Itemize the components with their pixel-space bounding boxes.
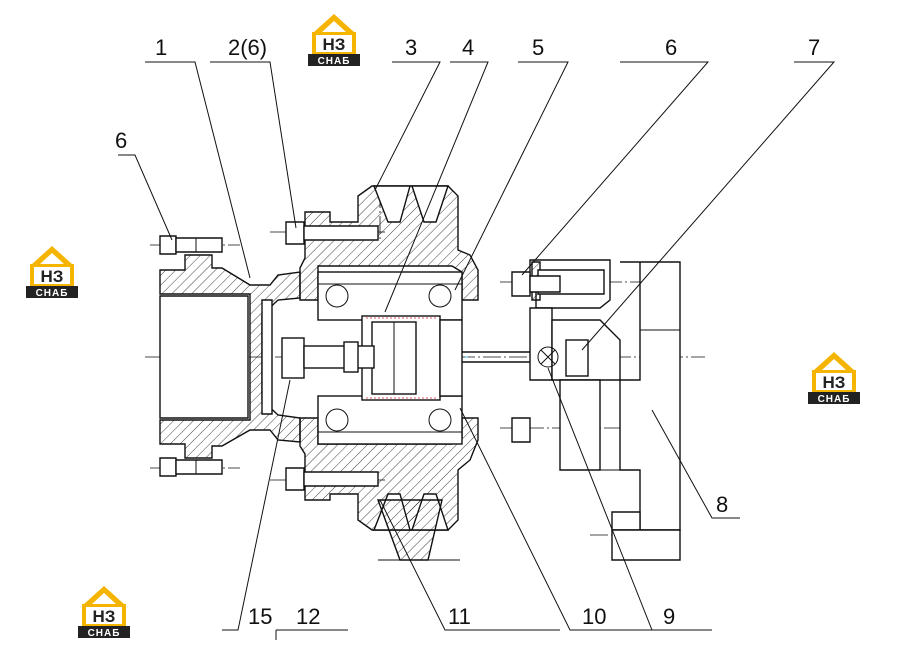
watermark-logo-left: НЗ СНАБ [26, 246, 78, 299]
svg-text:НЗ: НЗ [93, 607, 116, 626]
bracket-part-8 [511, 259, 681, 561]
pulley-part-3 [285, 185, 479, 561]
callout-4: 4 [462, 35, 474, 60]
svg-text:СНАБ: СНАБ [88, 628, 121, 639]
bracket-bolt-lower [511, 417, 531, 443]
callout-15: 15 [248, 604, 272, 629]
flange-bolt-upper [159, 235, 223, 255]
callout-2-6: 2(6) [228, 35, 267, 60]
svg-text:НЗ: НЗ [323, 35, 346, 54]
svg-text:СНАБ: СНАБ [36, 288, 69, 299]
flange-bolt-lower [159, 457, 223, 477]
callout-3: 3 [405, 35, 417, 60]
callout-6-right: 6 [665, 35, 677, 60]
bracket-bolt-upper [511, 271, 561, 297]
hub-bolt-lower [285, 467, 379, 491]
housing-part-1 [159, 235, 301, 477]
callout-9: 9 [663, 604, 675, 629]
svg-text:НЗ: НЗ [823, 373, 846, 392]
callout-8: 8 [716, 492, 728, 517]
svg-text:СНАБ: СНАБ [818, 394, 851, 405]
svg-text:НЗ: НЗ [41, 267, 64, 286]
leader-lines [118, 61, 836, 640]
callout-7: 7 [808, 35, 820, 60]
callout-5: 5 [532, 35, 544, 60]
callout-labels: 1 2(6) 3 4 5 6 6 7 8 9 10 11 12 15 [115, 35, 820, 629]
callout-12: 12 [296, 604, 320, 629]
hub-bolt-upper [285, 221, 379, 245]
svg-text:СНАБ: СНАБ [318, 56, 351, 67]
callout-1: 1 [155, 35, 167, 60]
shaft-and-bolt [281, 337, 560, 379]
watermark-logo-top: НЗ СНАБ [308, 14, 360, 67]
bearing-set [317, 271, 463, 445]
callout-11: 11 [448, 604, 471, 629]
callout-6-left: 6 [115, 128, 127, 153]
watermark-logo-bottom: НЗ СНАБ [78, 586, 130, 639]
callout-10: 10 [582, 604, 606, 629]
watermark-logo-right: НЗ СНАБ [808, 352, 860, 405]
